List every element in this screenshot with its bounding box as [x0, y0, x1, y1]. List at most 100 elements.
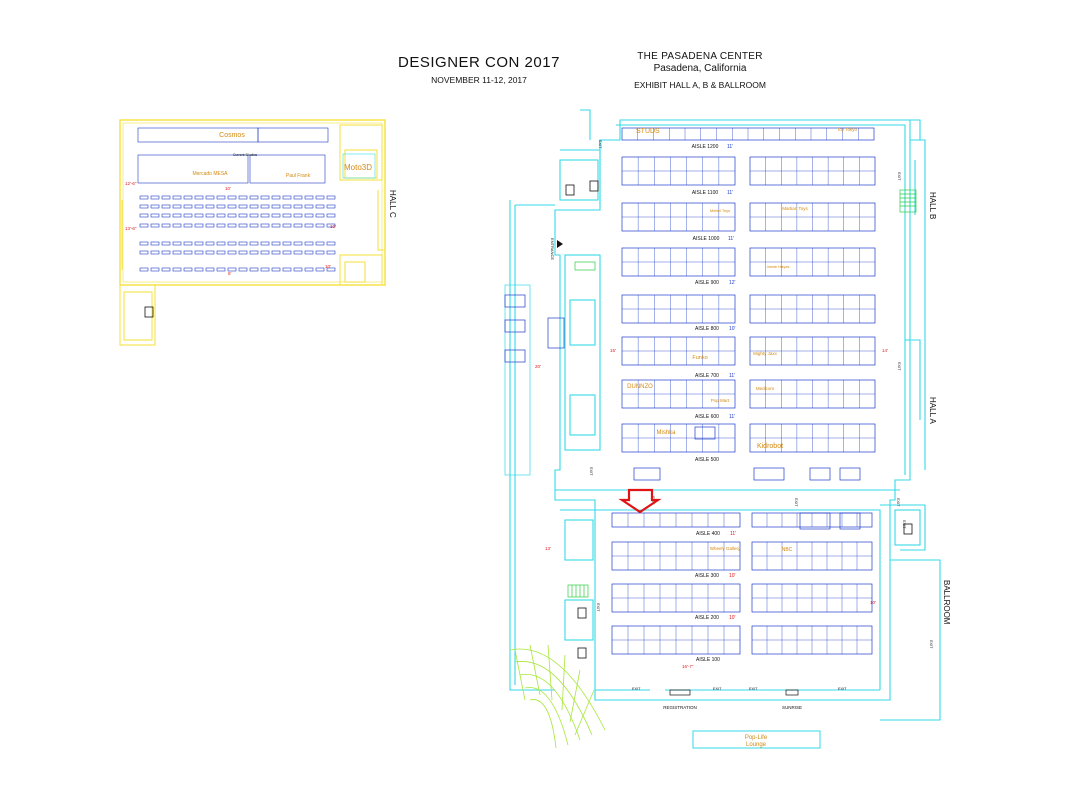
booth-block	[809, 467, 831, 481]
booth-block	[161, 250, 171, 255]
aisle-label: AISLE 600	[695, 414, 719, 420]
main-hall-walls	[504, 109, 941, 721]
hall-c-booths	[137, 127, 376, 184]
booth-block	[315, 267, 325, 272]
exit-label: EXIT	[596, 603, 600, 612]
booth-block	[293, 267, 303, 272]
booth-block	[271, 223, 281, 228]
booth-block	[326, 223, 336, 228]
event-title: DESIGNER CON 2017	[398, 54, 560, 71]
current-studios-label: Current Studios	[233, 153, 258, 157]
booth-block	[271, 241, 281, 246]
svg-text:Pop-Life: Pop-Life	[745, 735, 768, 741]
venue-city: Pasadena, California	[653, 63, 747, 74]
booth-block	[326, 204, 336, 209]
booth-block	[183, 223, 193, 228]
aisle-label: AISLE 300	[695, 573, 719, 579]
booth-block	[150, 195, 160, 200]
exit-label: EXIT	[598, 140, 602, 149]
booth-block	[216, 204, 226, 209]
aisle-label: AISLE 100	[696, 657, 720, 663]
booth-block	[227, 195, 237, 200]
booth-block	[194, 204, 204, 209]
booth-block	[216, 213, 226, 218]
booth-block	[249, 213, 259, 218]
booth-block	[799, 512, 831, 530]
booth-block	[304, 250, 314, 255]
booth-block	[293, 204, 303, 209]
booth-block	[260, 267, 270, 272]
booth-block	[504, 294, 526, 308]
booth-block	[249, 195, 259, 200]
aisle-label: AISLE 1000	[693, 236, 720, 242]
booth-block	[271, 250, 281, 255]
svg-text:6': 6'	[228, 271, 232, 276]
entrance-arrow-icon	[557, 240, 563, 248]
hall-c-label: HALL C	[388, 190, 397, 218]
stairs	[567, 189, 917, 598]
booth-block	[293, 195, 303, 200]
aisle-width: 11'	[727, 144, 733, 150]
svg-text:13'-6": 13'-6"	[125, 226, 137, 231]
booth-label-dunnzo: DUNNZO	[627, 384, 653, 390]
booth-label-jamie-hayes: Jamie Hayes	[766, 264, 789, 269]
booth-block	[271, 213, 281, 218]
hall-c-restroom-icon	[144, 306, 154, 318]
booth-block	[238, 267, 248, 272]
booth-block	[753, 467, 785, 481]
aisle-width: 12'	[729, 280, 736, 286]
booth-block	[282, 267, 292, 272]
booth-label-mighty-jaxx: Mighty Jaxx	[753, 351, 778, 356]
booth-block	[139, 213, 149, 218]
exit-label: EXIT	[929, 640, 933, 649]
booth-label-paul-frank: Paul Frank	[286, 173, 311, 179]
main-hall-dimensions: 20' 15' 14' 13' 16'-7" 10'	[535, 348, 888, 669]
aisle-label: AISLE 700	[695, 373, 719, 379]
svg-text:10': 10'	[870, 600, 876, 605]
aisle-label: AISLE 400	[696, 531, 720, 537]
booth-block	[504, 319, 526, 333]
exit-label: EXIT	[749, 687, 758, 691]
venue-block: THE PASADENA CENTER Pasadena, California…	[600, 51, 800, 90]
you-are-here-arrow-icon	[618, 488, 662, 514]
booth-block	[547, 317, 565, 349]
aisle-width: 11'	[730, 531, 736, 537]
booth-block	[293, 241, 303, 246]
booth-block	[293, 213, 303, 218]
booth-block	[172, 195, 182, 200]
aisle-width: 10'	[729, 615, 736, 621]
ballroom-label: BALLROOM	[942, 580, 951, 625]
booth-block	[282, 250, 292, 255]
booth-block	[183, 250, 193, 255]
booth-label-nbc: NBC	[782, 547, 793, 553]
booth-block	[205, 267, 215, 272]
booth-block	[293, 250, 303, 255]
registration-label: REGISTRATION	[663, 705, 696, 710]
aisle-label: AISLE 1100	[692, 190, 719, 196]
booth-block	[194, 223, 204, 228]
booth-label-cosmos: Cosmos	[219, 132, 245, 139]
booth-block	[183, 195, 193, 200]
booth-block	[315, 223, 325, 228]
booth-block	[260, 223, 270, 228]
booth-block	[172, 204, 182, 209]
booth-label-pop-mart: Pop Mart	[711, 398, 730, 403]
booth-block	[326, 250, 336, 255]
booth-block	[205, 250, 215, 255]
hall-b-label: HALL B	[928, 192, 937, 219]
booth-block	[161, 241, 171, 246]
booth-block	[161, 213, 171, 218]
aisle-label: AISLE 500	[695, 457, 719, 463]
booth-block	[139, 223, 149, 228]
exit-label: EXIT	[632, 687, 641, 691]
booth-block	[282, 204, 292, 209]
booth-block	[839, 467, 861, 481]
restroom-icons	[565, 180, 913, 659]
booth-block	[227, 223, 237, 228]
booth-label-wheely: Wheely Gallery	[710, 546, 741, 551]
booth-block	[183, 213, 193, 218]
booth-block	[238, 241, 248, 246]
